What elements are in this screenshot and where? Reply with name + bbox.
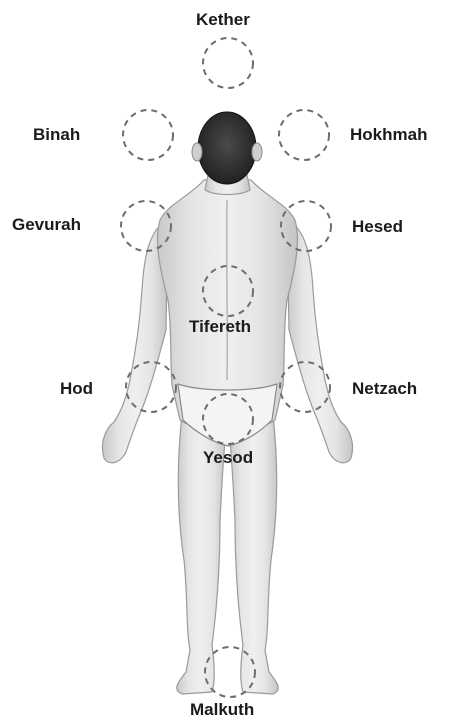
label-binah: Binah: [33, 126, 80, 143]
label-malkuth: Malkuth: [190, 701, 254, 718]
label-hokhmah: Hokhmah: [350, 126, 427, 143]
label-kether: Kether: [196, 11, 250, 28]
label-tifereth: Tifereth: [189, 318, 251, 335]
label-netzach: Netzach: [352, 380, 417, 397]
label-yesod: Yesod: [203, 449, 253, 466]
circle-kether: [203, 38, 253, 88]
label-hod: Hod: [60, 380, 93, 397]
circle-hokhmah: [279, 110, 329, 160]
circle-binah: [123, 110, 173, 160]
spine-line: [227, 200, 228, 380]
label-gevurah: Gevurah: [12, 216, 81, 233]
label-hesed: Hesed: [352, 218, 403, 235]
head: [192, 112, 262, 184]
